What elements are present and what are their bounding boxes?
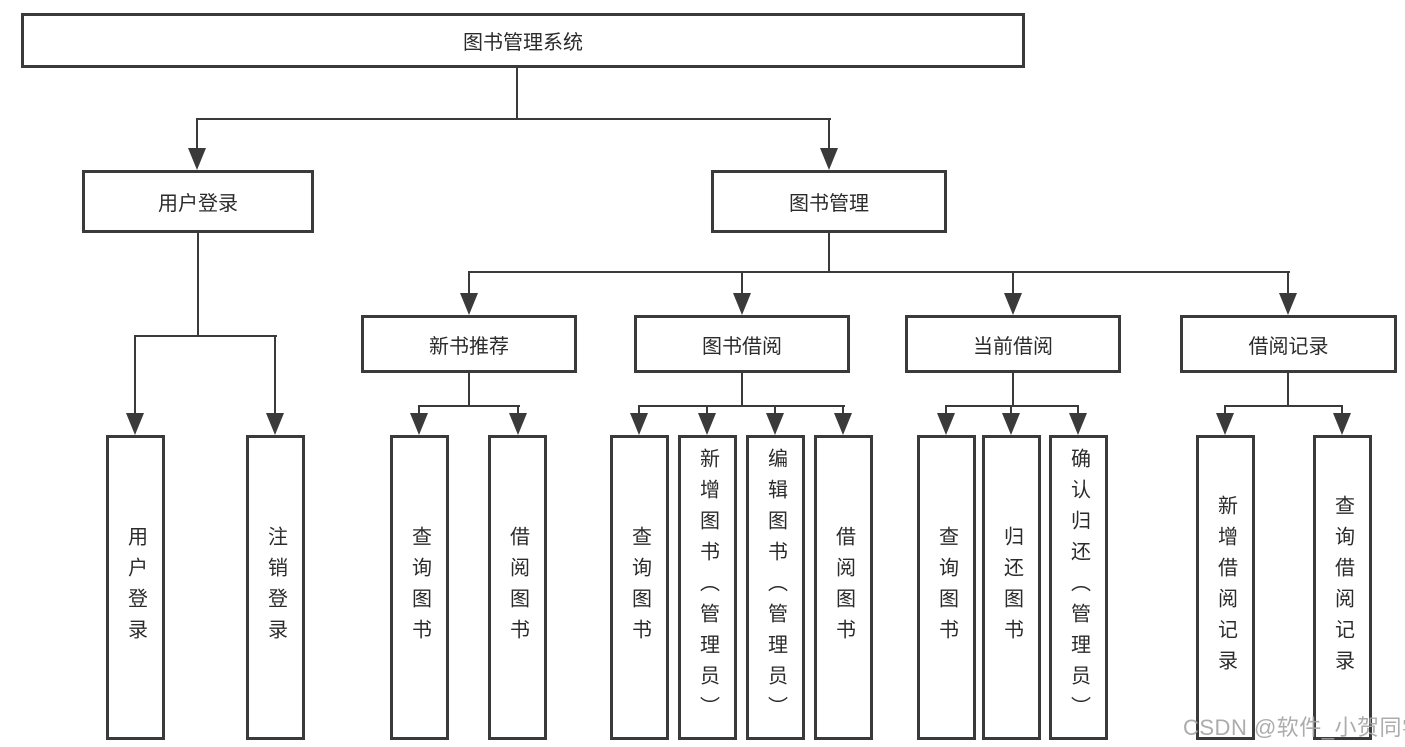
arrow-down-icon	[733, 293, 751, 315]
connector-line	[196, 118, 198, 150]
arrow-down-icon	[820, 148, 838, 170]
leaf-borrow-books: 借阅图书	[814, 435, 873, 740]
leaf-return-books: 归还图书	[982, 435, 1041, 740]
connector-line	[468, 271, 1290, 273]
connector-line	[1341, 405, 1343, 417]
node-label: 用户登录	[158, 193, 238, 215]
arrow-down-icon	[630, 413, 648, 435]
arrow-down-icon	[126, 413, 144, 435]
arrow-down-icon	[460, 293, 478, 315]
leaf-confirm-return-admin: 确认归还（管理员）	[1049, 435, 1108, 740]
leaf-query-books-borrowing: 查询图书	[610, 435, 669, 740]
arrow-down-icon	[1216, 413, 1234, 435]
arrow-down-icon	[937, 413, 955, 435]
arrow-down-icon	[698, 413, 716, 435]
connector-line	[274, 335, 276, 415]
node-label: 图书管理	[789, 193, 869, 215]
node-label: 图书借阅	[702, 335, 782, 358]
arrow-down-icon	[509, 413, 527, 435]
node-book-management: 图书管理	[711, 170, 947, 233]
node-borrowing-records: 借阅记录	[1180, 315, 1397, 373]
leaf-borrow-books-recommend: 借阅图书	[488, 435, 547, 740]
connector-line	[134, 335, 136, 415]
leaf-logout: 注销登录	[246, 435, 305, 740]
node-label: 新书推荐	[429, 335, 509, 358]
connector-line	[418, 405, 420, 417]
arrow-down-icon	[1004, 293, 1022, 315]
node-current-borrowing: 当前借阅	[905, 315, 1121, 373]
arrow-down-icon	[1333, 413, 1351, 435]
connector-line	[706, 405, 708, 417]
connector-line	[1287, 373, 1289, 407]
leaf-label: 确认归还（管理员）	[1067, 448, 1090, 727]
node-library-management-system: 图书管理系统	[21, 13, 1025, 68]
leaf-query-books-recommend: 查询图书	[390, 435, 449, 740]
connector-line	[468, 271, 470, 295]
connector-line	[1224, 405, 1226, 417]
node-label: 图书管理系统	[463, 32, 583, 54]
connector-line	[945, 405, 1079, 407]
arrow-down-icon	[266, 413, 284, 435]
arrow-down-icon	[188, 148, 206, 170]
connector-line	[418, 405, 520, 407]
connector-line	[1224, 405, 1343, 407]
leaf-label: 注销登录	[264, 525, 287, 650]
connector-line	[945, 405, 947, 417]
connector-line	[516, 68, 518, 120]
connector-line	[638, 405, 845, 407]
node-new-book-recommendation: 新书推荐	[361, 315, 577, 373]
node-label: 借阅记录	[1248, 335, 1329, 358]
leaf-label: 新增借阅记录	[1214, 494, 1237, 681]
leaf-label: 借阅图书	[832, 525, 855, 650]
connector-line	[638, 405, 640, 417]
leaf-label: 归还图书	[1000, 525, 1023, 650]
connector-line	[134, 335, 277, 337]
leaf-label: 新增图书（管理员）	[696, 448, 719, 727]
leaf-user-login: 用户登录	[106, 435, 165, 740]
leaf-query-books-current: 查询图书	[917, 435, 976, 740]
connector-line	[741, 373, 743, 407]
leaf-label: 用户登录	[124, 525, 147, 650]
leaf-label: 查询图书	[935, 525, 958, 650]
node-user-login: 用户登录	[82, 170, 314, 233]
connector-line	[774, 405, 776, 417]
connector-line	[517, 405, 519, 417]
leaf-label: 查询借阅记录	[1331, 494, 1354, 681]
leaf-query-borrow-record: 查询借阅记录	[1313, 435, 1372, 740]
connector-line	[197, 118, 831, 120]
connector-line	[842, 405, 844, 417]
node-book-borrowing: 图书借阅	[634, 315, 850, 373]
connector-line	[468, 373, 470, 407]
leaf-label: 编辑图书（管理员）	[764, 448, 787, 727]
leaf-edit-book-admin: 编辑图书（管理员）	[746, 435, 805, 740]
leaf-add-book-admin: 新增图书（管理员）	[678, 435, 737, 740]
leaf-label: 借阅图书	[506, 525, 529, 650]
arrow-down-icon	[1279, 293, 1297, 315]
connector-line	[828, 118, 830, 150]
connector-line	[197, 233, 199, 337]
arrow-down-icon	[766, 413, 784, 435]
arrow-down-icon	[410, 413, 428, 435]
arrow-down-icon	[834, 413, 852, 435]
connector-line	[1287, 271, 1289, 295]
connector-line	[1077, 405, 1079, 417]
leaf-add-borrow-record: 新增借阅记录	[1196, 435, 1255, 740]
arrow-down-icon	[1069, 413, 1087, 435]
leaf-label: 查询图书	[408, 525, 431, 650]
connector-line	[741, 271, 743, 295]
leaf-label: 查询图书	[628, 525, 651, 650]
connector-line	[1012, 271, 1014, 295]
node-label: 当前借阅	[973, 335, 1053, 358]
csdn-watermark: CSDN @软件_小贺同学	[1183, 715, 1405, 740]
connector-line	[1012, 373, 1014, 407]
connector-line	[1010, 405, 1012, 417]
arrow-down-icon	[1002, 413, 1020, 435]
connector-line	[828, 233, 830, 273]
